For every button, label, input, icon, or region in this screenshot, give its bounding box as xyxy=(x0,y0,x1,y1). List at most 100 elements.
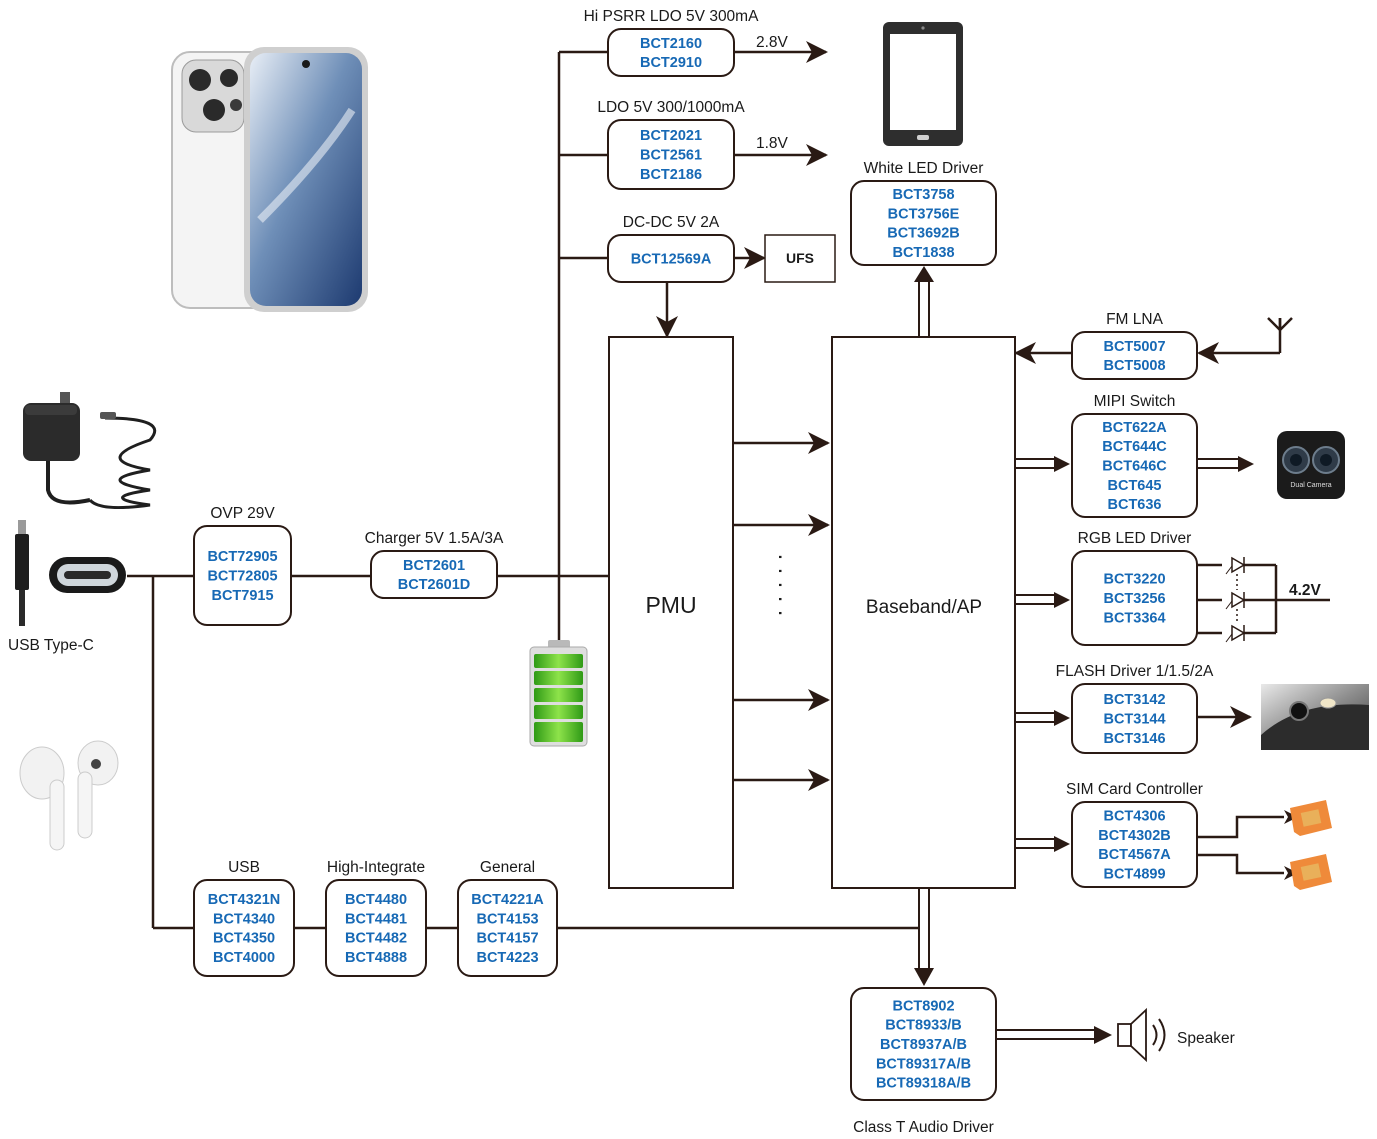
part-number: BCT2910 xyxy=(640,55,702,71)
part-number: BCT8902 xyxy=(892,998,954,1014)
battery-icon xyxy=(529,640,588,747)
led-diode-icons xyxy=(1225,556,1246,643)
rgb-box xyxy=(1071,550,1198,646)
part-number: BCT636 xyxy=(1108,497,1162,513)
usb-c-port-icon xyxy=(49,557,126,593)
part-number: BCT4480 xyxy=(345,892,407,908)
tablet-icon xyxy=(883,22,963,146)
fm-lna-box xyxy=(1071,331,1198,380)
charger-title: Charger 5V 1.5A/3A xyxy=(365,530,504,547)
wires xyxy=(127,41,1330,930)
ldo-hi-title: Hi PSRR LDO 5V 300mA xyxy=(584,8,760,25)
part-number: BCT2561 xyxy=(640,148,702,164)
part-number: BCT645 xyxy=(1108,478,1162,494)
dual-camera-icon: Dual Camera xyxy=(1277,431,1345,499)
part-number: BCT4223 xyxy=(476,950,538,966)
white-led-box xyxy=(850,180,997,266)
dcdc-box xyxy=(607,234,735,283)
part-number: BCT4899 xyxy=(1103,866,1165,882)
flash-box xyxy=(1071,683,1198,754)
general-title: General xyxy=(480,859,535,876)
usb-title: USB xyxy=(228,859,260,876)
ovp-title: OVP 29V xyxy=(210,505,275,522)
part-number: BCT8933/B xyxy=(885,1018,962,1034)
ufs-label: UFS xyxy=(786,250,814,266)
sim-block: SIM Card ControllerBCT4306BCT4302BBCT456… xyxy=(1066,781,1203,888)
part-number: BCT72905 xyxy=(207,549,277,565)
part-number: BCT3692B xyxy=(887,226,960,242)
sim-card-icon-1 xyxy=(1290,800,1332,836)
ldo-title: LDO 5V 300/1000mA xyxy=(597,99,745,116)
flash-title: FLASH Driver 1/1.5/2A xyxy=(1056,663,1214,680)
part-number: BCT3256 xyxy=(1103,591,1165,607)
speaker-icon xyxy=(1117,1007,1166,1063)
part-number: BCT4350 xyxy=(213,931,275,947)
speaker-label: Speaker xyxy=(1177,1030,1235,1047)
mipi-block: MIPI SwitchBCT622ABCT644CBCT646CBCT645BC… xyxy=(1071,393,1198,518)
ldo-output: 1.8V xyxy=(756,135,789,152)
sim-box xyxy=(1071,801,1198,888)
dual-camera-label: Dual Camera xyxy=(1290,482,1331,489)
part-number: BCT2601D xyxy=(398,577,471,593)
rgb-voltage: 4.2V xyxy=(1289,582,1322,599)
part-number: BCT5007 xyxy=(1103,339,1165,355)
sim-title: SIM Card Controller xyxy=(1066,781,1203,798)
part-number: BCT3142 xyxy=(1103,692,1165,708)
part-number: BCT3758 xyxy=(892,187,954,203)
part-number: BCT3756E xyxy=(888,206,960,222)
part-number: BCT4482 xyxy=(345,931,407,947)
part-number: BCT3220 xyxy=(1103,572,1165,588)
part-number: BCT4302B xyxy=(1098,828,1171,844)
smartphone-icon xyxy=(171,47,368,312)
part-number: BCT89318A/B xyxy=(876,1076,971,1092)
usb-box xyxy=(193,879,295,977)
white-led-title: White LED Driver xyxy=(864,160,984,177)
bus-arrows xyxy=(914,266,1254,1044)
part-number: BCT622A xyxy=(1102,420,1167,436)
earbuds-icon xyxy=(19,740,119,851)
part-number: BCT4888 xyxy=(345,950,407,966)
part-number: BCT1838 xyxy=(892,245,954,261)
dcdc-block: DC-DC 5V 2A BCT12569A xyxy=(607,214,735,283)
dcdc-title: DC-DC 5V 2A xyxy=(623,214,720,231)
baseband-label: Baseband/AP xyxy=(866,597,982,618)
part-number: BCT72805 xyxy=(207,569,277,585)
flash-block: FLASH Driver 1/1.5/2ABCT3142BCT3144BCT31… xyxy=(1056,663,1214,754)
part-number: BCT4321N xyxy=(208,892,281,908)
camera-flash-icon xyxy=(1261,684,1369,750)
ldo-hi-output: 2.8V xyxy=(756,34,789,51)
part-number: BCT4306 xyxy=(1103,809,1165,825)
part-number: BCT4157 xyxy=(476,931,538,947)
general-box xyxy=(457,879,558,977)
part-number: BCT4340 xyxy=(213,911,275,927)
signal-ellipsis: · · · · · xyxy=(769,553,795,617)
rgb-title: RGB LED Driver xyxy=(1078,530,1192,547)
led-icon-1 xyxy=(1225,556,1246,575)
charger-box xyxy=(370,550,498,599)
part-number: BCT8937A/B xyxy=(880,1037,967,1053)
part-number: BCT12569A xyxy=(631,252,712,268)
pmu-label: PMU xyxy=(645,592,696,618)
led-icon-3 xyxy=(1225,624,1246,643)
ldo-box xyxy=(607,119,735,190)
part-number: BCT5008 xyxy=(1103,358,1165,374)
high-int-title: High-Integrate xyxy=(327,859,425,876)
part-number: BCT2186 xyxy=(640,167,702,183)
mipi-box xyxy=(1071,413,1198,518)
part-number: BCT4221A xyxy=(471,892,544,908)
audio-block: Class T Audio DriverBCT8902BCT8933/BBCT8… xyxy=(850,987,997,1136)
part-number: BCT4481 xyxy=(345,911,407,927)
ldo-hi-box xyxy=(607,28,735,77)
part-number: BCT2021 xyxy=(640,128,702,144)
part-number: BCT3144 xyxy=(1103,712,1165,728)
